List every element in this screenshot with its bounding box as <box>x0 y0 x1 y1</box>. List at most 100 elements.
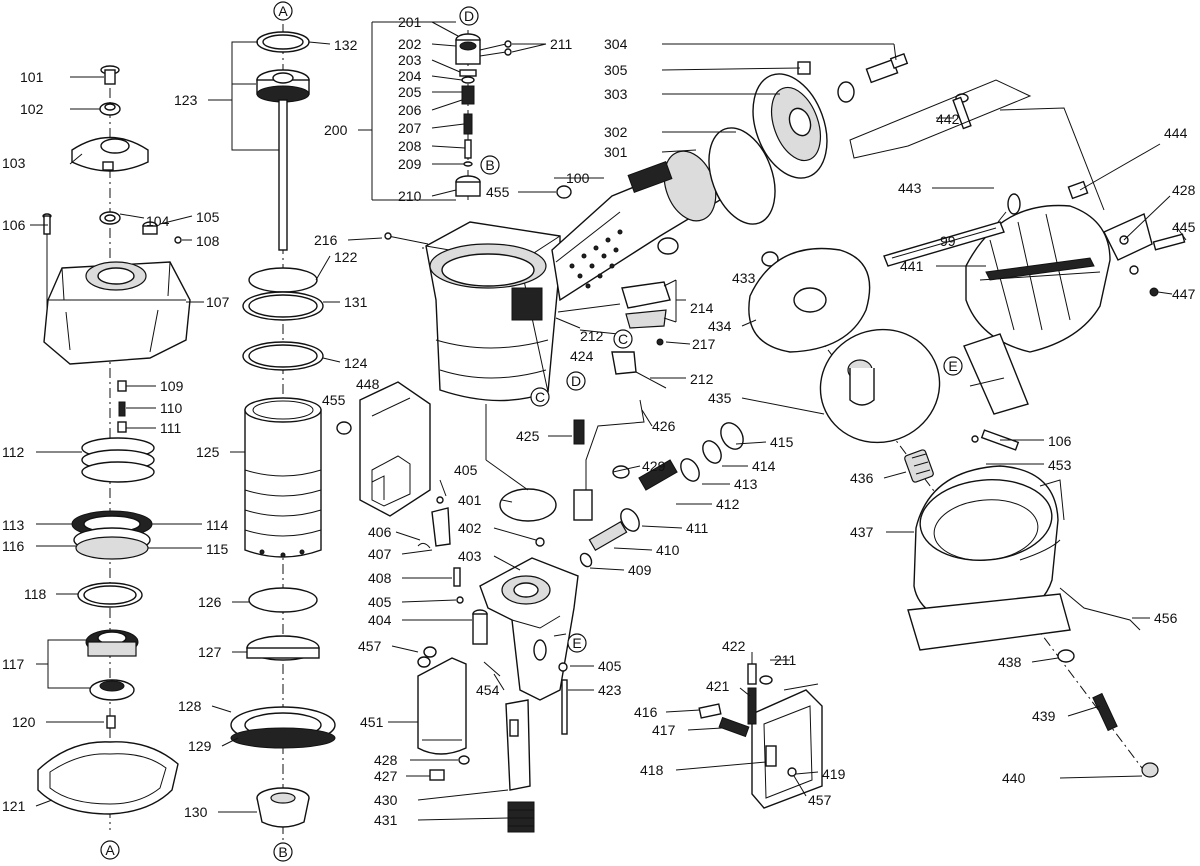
label-113: 113 <box>2 517 25 533</box>
label-123: 123 <box>174 92 198 108</box>
part-122-oring <box>248 267 318 293</box>
label-202: 202 <box>398 36 422 52</box>
part-113-114-seal <box>71 510 153 560</box>
label-430: 430 <box>374 792 398 808</box>
label-116: 116 <box>2 538 25 554</box>
label-201: 201 <box>398 14 422 30</box>
label-118: 118 <box>24 586 47 602</box>
trigger-group-416-422 <box>698 663 823 809</box>
part-123-piston <box>256 69 310 251</box>
label-212-bottom: 212 <box>690 371 714 387</box>
connector-c-trigger <box>613 329 633 349</box>
label-440: 440 <box>1002 770 1026 786</box>
label-451: 451 <box>360 714 384 730</box>
connector-d-mid-label: D <box>571 373 581 389</box>
part-108-ball <box>174 236 182 244</box>
label-301: 301 <box>604 144 628 160</box>
part-448-cover <box>359 381 431 517</box>
label-409: 409 <box>628 562 652 578</box>
part-130-bumper <box>256 787 310 828</box>
label-413: 413 <box>734 476 758 492</box>
label-130: 130 <box>184 804 208 820</box>
label-426: 426 <box>652 418 676 434</box>
label-210: 210 <box>398 188 422 204</box>
part-107-cap-body <box>43 261 191 365</box>
label-121: 121 <box>2 798 26 814</box>
valve-200-group <box>455 30 512 200</box>
connector-c-trigger-label: C <box>618 331 628 347</box>
label-414: 414 <box>752 458 776 474</box>
part-305-cap <box>837 81 855 103</box>
label-106-right: 106 <box>1048 433 1072 449</box>
label-304: 304 <box>604 36 628 52</box>
part-labels: 101 102 103 104 105 106 108 107 109 110 … <box>2 14 1196 828</box>
label-109: 109 <box>160 378 184 394</box>
part-207-spring <box>463 113 473 135</box>
label-457-left: 457 <box>358 638 382 654</box>
part-433-washer <box>761 251 779 267</box>
label-99: 99 <box>940 233 956 249</box>
part-303-endcap <box>752 73 828 179</box>
connector-e-door <box>943 356 963 376</box>
connector-d-top-label: D <box>464 8 474 24</box>
label-127: 127 <box>198 644 222 660</box>
label-115: 115 <box>206 541 229 557</box>
part-217 <box>656 338 664 346</box>
label-415: 415 <box>770 434 794 450</box>
label-427: 427 <box>374 768 398 784</box>
label-100: 100 <box>566 170 590 186</box>
label-454: 454 <box>476 682 500 698</box>
connector-a-top <box>273 1 293 21</box>
label-401: 401 <box>458 492 482 508</box>
connectors: A A B B B D D C C E E <box>100 1 963 862</box>
label-428-top: 428 <box>1172 182 1196 198</box>
label-211-bottom: 211 <box>774 652 797 668</box>
connector-c-body <box>530 387 550 407</box>
label-425: 425 <box>516 428 540 444</box>
label-455-top: 455 <box>486 184 510 200</box>
part-214-trigger <box>621 281 671 329</box>
connector-c-body-label: C <box>535 389 545 405</box>
magazine-assembly <box>748 93 1186 778</box>
label-203: 203 <box>398 52 422 68</box>
label-418: 418 <box>640 762 664 778</box>
label-125: 125 <box>196 444 220 460</box>
label-200: 200 <box>324 122 348 138</box>
connector-d-top <box>459 6 479 26</box>
label-103: 103 <box>2 155 26 171</box>
part-428-washer <box>458 755 470 765</box>
label-102: 102 <box>20 101 44 117</box>
label-404: 404 <box>368 612 392 628</box>
label-126: 126 <box>198 594 222 610</box>
connector-e-door-label: E <box>948 358 957 374</box>
label-207: 207 <box>398 120 422 136</box>
part-455b-screw <box>336 421 352 435</box>
label-453: 453 <box>1048 457 1072 473</box>
label-445: 445 <box>1172 219 1196 235</box>
label-403: 403 <box>458 548 482 564</box>
label-424: 424 <box>570 348 594 364</box>
label-132: 132 <box>334 37 358 53</box>
label-444: 444 <box>1164 125 1188 141</box>
part-451-guard <box>417 646 467 755</box>
part-120-pin <box>106 715 116 729</box>
label-447: 447 <box>1172 286 1196 302</box>
label-406: 406 <box>368 524 392 540</box>
part-424-bracket <box>611 351 667 389</box>
part-402 <box>535 537 545 547</box>
part-102-washer <box>99 102 121 116</box>
label-421: 421 <box>706 678 730 694</box>
part-456-lever <box>1059 587 1141 631</box>
part-428-hinge <box>1103 213 1153 261</box>
label-412: 412 <box>716 496 740 512</box>
part-443-spring <box>997 193 1021 223</box>
label-442: 442 <box>936 111 960 127</box>
label-122: 122 <box>334 249 358 265</box>
part-129 <box>230 727 336 749</box>
part-423-pin <box>561 679 568 735</box>
label-217: 217 <box>692 336 716 352</box>
label-110: 110 <box>160 400 183 416</box>
label-437: 437 <box>850 524 874 540</box>
